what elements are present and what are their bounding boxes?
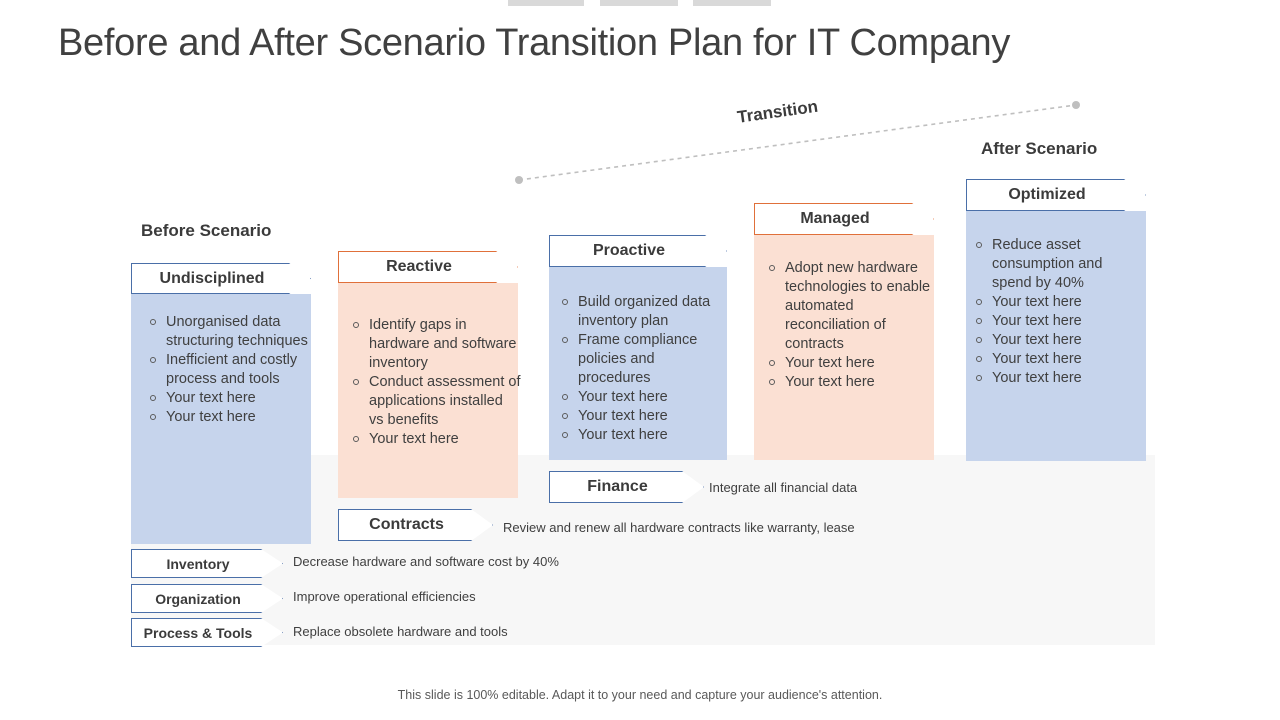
column-banner-label: Managed	[800, 210, 870, 227]
list-item: Adopt new hardware technologies to enabl…	[767, 259, 931, 354]
row-note-inventory: Decrease hardware and software cost by 4…	[293, 554, 559, 569]
row-banner-finance[interactable]: Finance	[549, 471, 704, 503]
row-note-organization: Improve operational efficiencies	[293, 589, 476, 604]
column-banner-optimized[interactable]: Optimized	[966, 179, 1146, 211]
before-scenario-label: Before Scenario	[141, 221, 272, 240]
column-body-reactive	[338, 283, 518, 498]
transition-dotted-line	[515, 101, 1080, 184]
list-item: Your text here	[974, 293, 1144, 312]
list-item: Your text here	[767, 354, 931, 373]
top-decoration-bar-3	[693, 0, 771, 6]
list-item: Your text here	[148, 389, 316, 408]
column-bullets-proactive: Build organized data inventory plan Fram…	[560, 293, 726, 445]
list-item: Your text here	[560, 407, 726, 426]
column-banner-proactive[interactable]: Proactive	[549, 235, 727, 267]
list-item: Inefficient and costly process and tools	[148, 351, 316, 389]
row-banner-inventory[interactable]: Inventory	[131, 549, 283, 578]
column-banner-label: Proactive	[592, 242, 666, 259]
list-item: Your text here	[560, 388, 726, 407]
after-scenario-label: After Scenario	[981, 139, 1098, 158]
list-item: Build organized data inventory plan	[560, 293, 726, 331]
column-body-proactive	[549, 267, 727, 460]
column-body-optimized	[966, 211, 1146, 461]
row-note-contracts: Review and renew all hardware contracts …	[503, 520, 855, 535]
row-banner-label: Organization	[155, 590, 241, 607]
row-banner-label: Contracts	[369, 516, 444, 533]
list-item: Your text here	[767, 373, 931, 392]
list-item: Your text here	[974, 369, 1144, 388]
row-banner-contracts[interactable]: Contracts	[338, 509, 493, 541]
row-banner-label: Process & Tools	[143, 624, 253, 641]
top-decoration-bar-1	[508, 0, 584, 6]
column-banner-undisciplined[interactable]: Undisciplined	[131, 263, 311, 294]
list-item: Your text here	[974, 312, 1144, 331]
row-banner-process-tools[interactable]: Process & Tools	[131, 618, 283, 647]
row-banner-label: Inventory	[166, 555, 230, 572]
list-item: Identify gaps in hardware and software i…	[351, 316, 521, 373]
list-item: Your text here	[351, 430, 521, 449]
row-note-process-tools: Replace obsolete hardware and tools	[293, 624, 508, 639]
list-item: Unorganised data structuring techniques	[148, 313, 316, 351]
column-body-undisciplined	[131, 294, 311, 544]
column-bullets-undisciplined: Unorganised data structuring techniques …	[148, 313, 316, 427]
column-banner-label: Optimized	[1008, 186, 1086, 203]
top-decoration-bar-2	[600, 0, 678, 6]
list-item: Frame compliance policies and procedures	[560, 331, 726, 388]
list-item: Your text here	[974, 350, 1144, 369]
row-note-finance: Integrate all financial data	[709, 480, 858, 495]
page-title: Before and After Scenario Transition Pla…	[58, 22, 1011, 64]
column-bullets-reactive: Identify gaps in hardware and software i…	[351, 316, 521, 449]
list-item: Your text here	[974, 331, 1144, 350]
list-item: Conduct assessment of applications insta…	[351, 373, 521, 430]
column-banner-managed[interactable]: Managed	[754, 203, 934, 235]
footer-note: This slide is 100% editable. Adapt it to…	[397, 688, 883, 702]
column-banner-label: Reactive	[386, 258, 452, 275]
row-banner-label: Finance	[587, 478, 648, 495]
column-body-managed	[754, 235, 934, 460]
list-item: Your text here	[148, 408, 316, 427]
column-bullets-managed: Adopt new hardware technologies to enabl…	[767, 259, 931, 392]
list-item: Reduce asset consumption and spend by 40…	[974, 236, 1144, 293]
column-banner-reactive[interactable]: Reactive	[338, 251, 518, 283]
row-banner-organization[interactable]: Organization	[131, 584, 283, 613]
list-item: Your text here	[560, 426, 726, 445]
column-bullets-optimized: Reduce asset consumption and spend by 40…	[974, 236, 1144, 388]
column-banner-label: Undisciplined	[159, 269, 265, 287]
